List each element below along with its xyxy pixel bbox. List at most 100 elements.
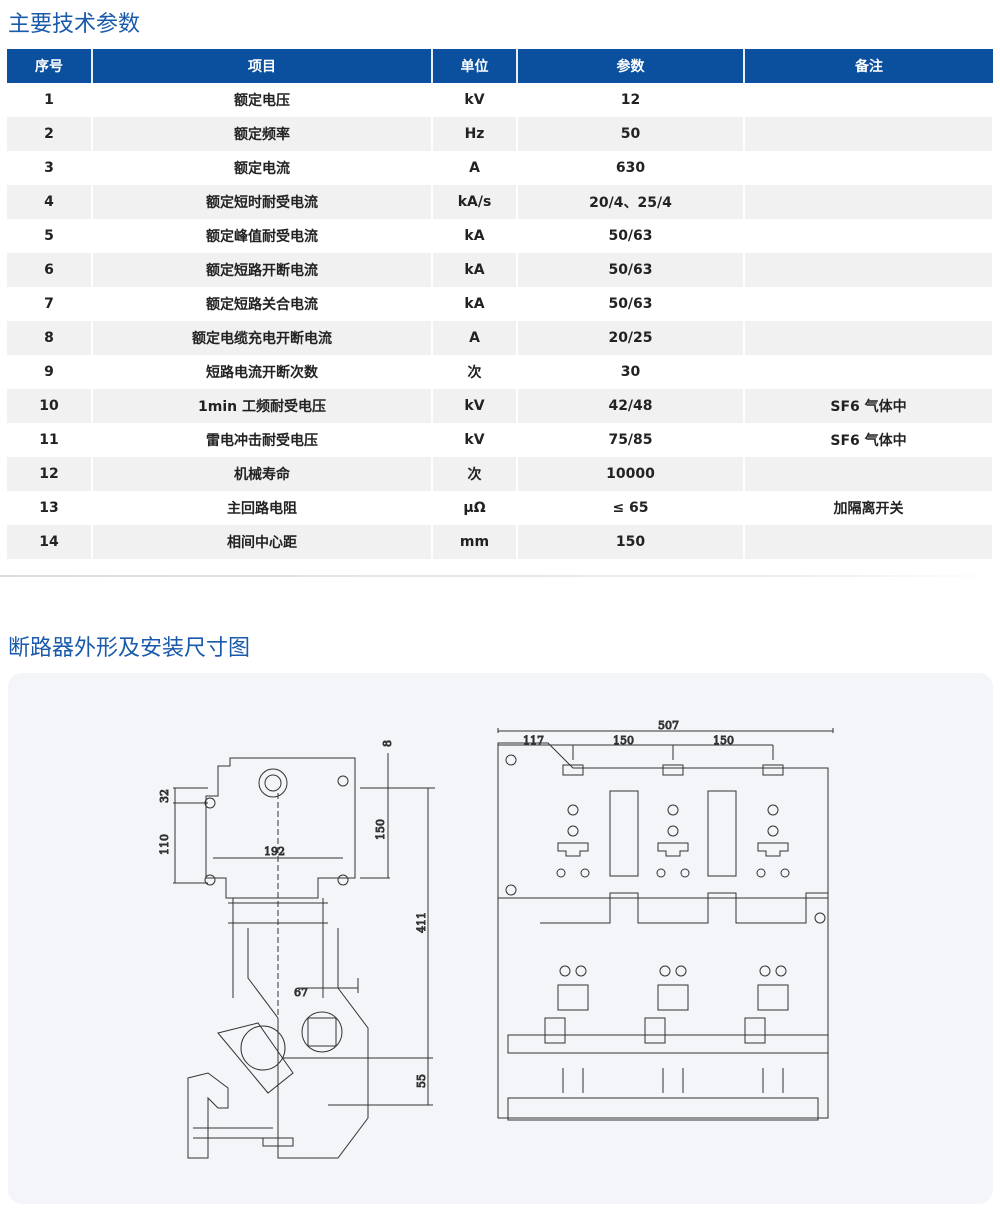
cell-index: 11	[7, 423, 93, 457]
cell-index: 13	[7, 491, 93, 525]
cell-remark	[744, 185, 994, 219]
table-header-row: 序号 项目 单位 参数 备注	[7, 49, 993, 83]
cell-remark	[744, 457, 994, 491]
cell-index: 6	[7, 253, 93, 287]
cell-item: 额定电流	[92, 151, 433, 185]
cell-value: 50	[517, 117, 745, 151]
cell-index: 8	[7, 321, 93, 355]
front-view: 507 117 150 150	[497, 719, 834, 1121]
cell-unit: A	[432, 151, 518, 185]
cell-remark: SF6 气体中	[744, 423, 994, 457]
cell-unit: 次	[432, 457, 518, 491]
cell-index: 10	[7, 389, 93, 423]
cell-unit: kA/s	[432, 185, 518, 219]
cell-value: 30	[517, 355, 745, 389]
cell-unit: kA	[432, 287, 518, 321]
cell-remark	[744, 287, 994, 321]
cell-index: 12	[7, 457, 93, 491]
dim-411: 411	[415, 912, 428, 933]
cell-unit: kV	[432, 389, 518, 423]
cell-item: 1min 工频耐受电压	[92, 389, 433, 423]
cell-item: 额定频率	[92, 117, 433, 151]
cell-item: 额定短路关合电流	[92, 287, 433, 321]
cell-item: 额定电压	[92, 83, 433, 117]
dim-192: 192	[264, 845, 285, 858]
phase-pole	[644, 764, 690, 1093]
cell-index: 9	[7, 355, 93, 389]
cell-remark	[744, 253, 994, 287]
dim-110: 110	[158, 834, 171, 855]
cell-remark	[744, 151, 994, 185]
cell-value: 20/25	[517, 321, 745, 355]
cell-unit: mm	[432, 525, 518, 559]
cell-remark	[744, 83, 994, 117]
cell-unit: μΩ	[432, 491, 518, 525]
section-title-parameters: 主要技术参数	[8, 12, 141, 37]
cell-item: 额定电缆充电开断电流	[92, 321, 433, 355]
cell-value: 50/63	[517, 219, 745, 253]
cell-unit: Hz	[432, 117, 518, 151]
drawing-panel: 8 32 110 150 192 411 67 55 507 117 150 1…	[8, 673, 993, 1204]
phase-pole	[544, 764, 590, 1093]
cell-item: 相间中心距	[92, 525, 433, 559]
cell-remark	[744, 219, 994, 253]
cell-value: 150	[517, 525, 745, 559]
cell-unit: kV	[432, 423, 518, 457]
col-unit: 单位	[432, 49, 518, 83]
cell-value: 12	[517, 83, 745, 117]
cell-value: 50/63	[517, 287, 745, 321]
dim-117: 117	[523, 734, 544, 747]
dim-32: 32	[158, 789, 171, 803]
cell-index: 14	[7, 525, 93, 559]
cell-item: 额定峰值耐受电流	[92, 219, 433, 253]
cell-remark	[744, 117, 994, 151]
cell-remark	[744, 321, 994, 355]
dim-8: 8	[381, 740, 394, 747]
technical-drawing: 8 32 110 150 192 411 67 55 507 117 150 1…	[158, 719, 834, 1159]
divider	[0, 575, 1000, 577]
cell-item: 额定短路开断电流	[92, 253, 433, 287]
cell-value: ≤ 65	[517, 491, 745, 525]
cell-value: 75/85	[517, 423, 745, 457]
cell-remark	[744, 525, 994, 559]
cell-item: 短路电流开断次数	[92, 355, 433, 389]
dim-507: 507	[658, 719, 679, 732]
cell-value: 630	[517, 151, 745, 185]
dim-150-a: 150	[613, 734, 634, 747]
cell-value: 10000	[517, 457, 745, 491]
cell-unit: kA	[432, 253, 518, 287]
cell-remark	[744, 355, 994, 389]
cell-index: 3	[7, 151, 93, 185]
col-item: 项目	[92, 49, 433, 83]
cell-index: 4	[7, 185, 93, 219]
side-view: 8 32 110 150 192 411 67 55	[158, 740, 435, 1159]
dim-55: 55	[415, 1074, 428, 1088]
cell-value: 50/63	[517, 253, 745, 287]
cell-unit: A	[432, 321, 518, 355]
cell-unit: kV	[432, 83, 518, 117]
dim-150-b: 150	[713, 734, 734, 747]
cell-index: 2	[7, 117, 93, 151]
cell-index: 1	[7, 83, 93, 117]
cell-value: 42/48	[517, 389, 745, 423]
cell-index: 7	[7, 287, 93, 321]
cell-value: 20/4、25/4	[517, 185, 745, 219]
cell-item: 额定短时耐受电流	[92, 185, 433, 219]
section-title-drawing: 断路器外形及安装尺寸图	[8, 636, 251, 661]
col-index: 序号	[7, 49, 93, 83]
cell-item: 雷电冲击耐受电压	[92, 423, 433, 457]
col-value: 参数	[517, 49, 745, 83]
